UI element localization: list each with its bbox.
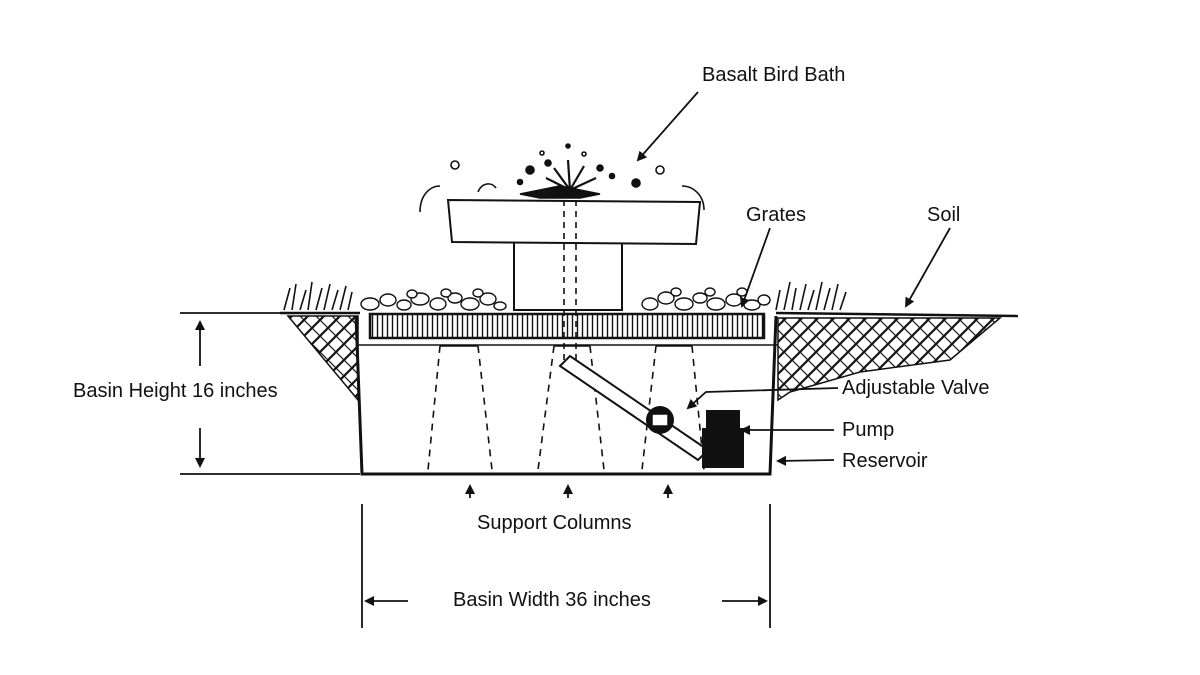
basin-width-dimension	[361, 504, 771, 628]
ground-surface	[280, 311, 1019, 318]
label-basalt-bird-bath: Basalt Bird Bath	[702, 64, 846, 86]
bird-bath-pedestal	[513, 237, 623, 311]
supply-hose	[558, 354, 710, 462]
label-basin-width: Basin Width 36 inches	[453, 589, 651, 611]
pump	[702, 410, 744, 468]
adjustable-valve	[646, 406, 674, 434]
label-adjustable-valve: Adjustable Valve	[842, 377, 990, 399]
label-basin-height: Basin Height 16 inches	[73, 380, 278, 402]
grates	[368, 312, 766, 340]
label-grates: Grates	[746, 204, 807, 226]
soil-left	[286, 315, 359, 403]
leader-arrows	[465, 91, 951, 498]
reservoir-basin	[354, 315, 778, 476]
grass-left	[283, 281, 353, 311]
label-pump: Pump	[842, 419, 895, 441]
bird-bath-top	[446, 198, 702, 246]
support-columns	[427, 345, 705, 471]
label-support-columns: Support Columns	[477, 512, 632, 534]
soil-right	[777, 317, 1003, 402]
label-soil: Soil	[927, 204, 961, 226]
grass-right	[775, 281, 847, 311]
water-pipe	[563, 200, 577, 362]
basin-height-dimension	[180, 312, 360, 475]
water-splash	[419, 143, 705, 213]
label-reservoir: Reservoir	[842, 450, 928, 472]
